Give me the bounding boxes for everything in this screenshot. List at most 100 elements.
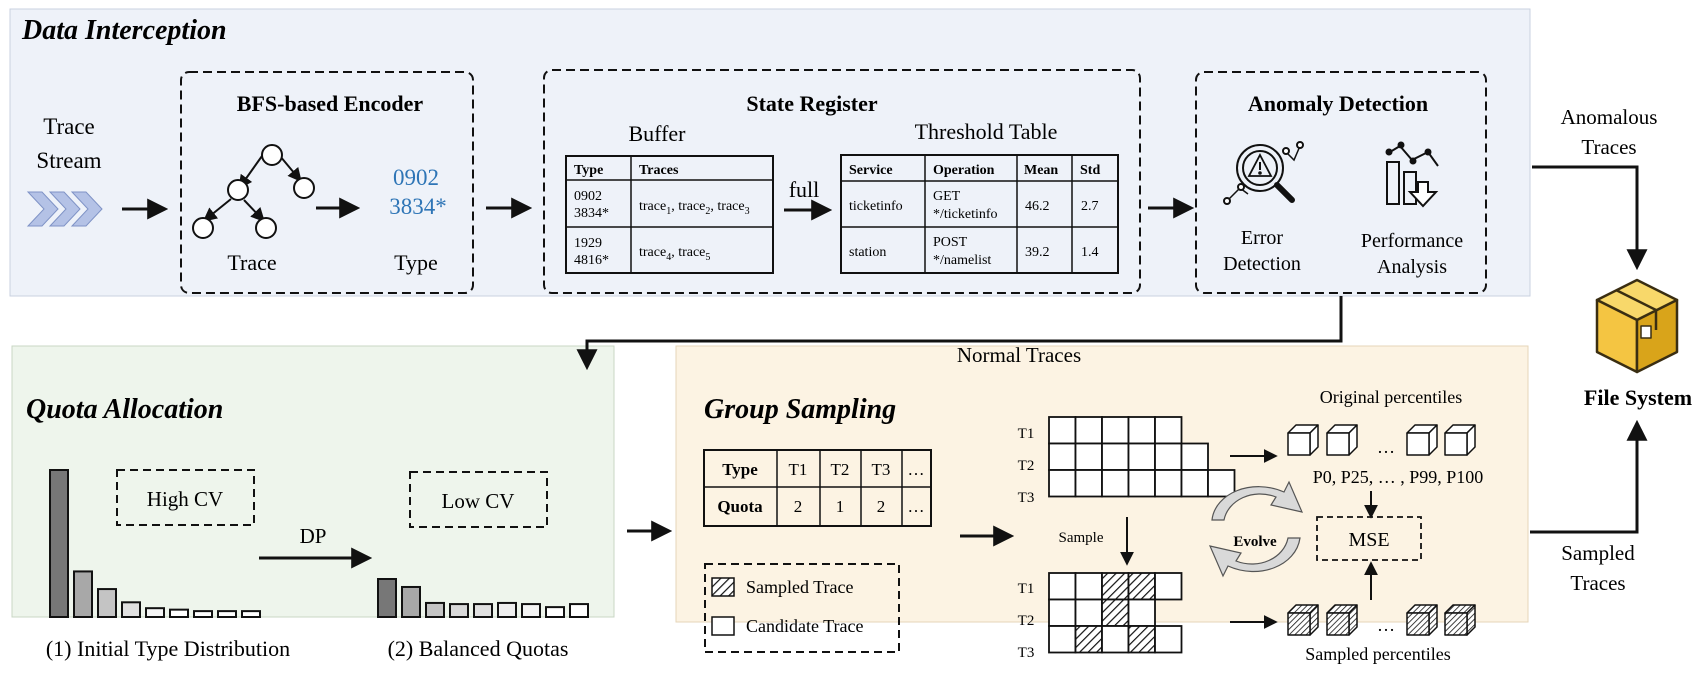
error-detection-label-2: Detection bbox=[1223, 253, 1301, 275]
candidate-cell-r3-c2 bbox=[1074, 469, 1103, 498]
encoder-type-label: Type bbox=[394, 250, 438, 275]
candidate-cell-r1-c5 bbox=[1154, 416, 1183, 445]
threshold-row-1-service: ticketinfo bbox=[849, 199, 903, 214]
threshold-header-mean: Mean bbox=[1024, 163, 1058, 178]
low-cv-label: Low CV bbox=[442, 489, 515, 513]
legend-candidate-swatch bbox=[711, 616, 735, 636]
original-cubes-ellipsis: … bbox=[1377, 437, 1395, 457]
sampled-cell-r3-c2 bbox=[1074, 625, 1103, 654]
initial-bar-9 bbox=[241, 610, 261, 618]
balanced-bar-8 bbox=[545, 606, 565, 618]
error-detection-icon bbox=[1223, 141, 1304, 205]
sampled-percentiles-label: Sampled percentiles bbox=[1305, 644, 1450, 664]
trace-stream-label-1: Trace bbox=[43, 114, 95, 139]
threshold-row-2-mean: 39.2 bbox=[1025, 245, 1050, 260]
sampled-cell-r2-c4 bbox=[1127, 598, 1156, 627]
evolve-label: Evolve bbox=[1233, 534, 1277, 550]
quota-table-t2-header: T2 bbox=[831, 460, 850, 479]
quota-table-quota-header: Quota bbox=[717, 497, 763, 516]
mse-box bbox=[1316, 516, 1422, 561]
sampled-cube-3 bbox=[1406, 604, 1438, 636]
buffer-header-traces: Traces bbox=[639, 163, 679, 178]
state-register-title: State Register bbox=[746, 91, 878, 116]
full-label: full bbox=[789, 177, 820, 202]
threshold-header-std: Std bbox=[1080, 163, 1100, 178]
sampled-cell-r1-c3 bbox=[1101, 572, 1130, 601]
grid-bottom-row-label-t2: T2 bbox=[1018, 613, 1035, 629]
sampled-traces-label-1: Sampled bbox=[1561, 541, 1635, 565]
initial-bar-8 bbox=[217, 610, 237, 618]
buffer-row-1-type-2: 3834* bbox=[574, 206, 609, 221]
original-cube-3 bbox=[1406, 424, 1438, 456]
encoder-trace-label: Trace bbox=[227, 250, 276, 275]
candidate-cell-r3-c5 bbox=[1154, 469, 1183, 498]
anomaly-detection-title: Anomaly Detection bbox=[1248, 91, 1428, 116]
candidate-cell-r2-c4 bbox=[1127, 442, 1156, 471]
threshold-row-2-service: station bbox=[849, 245, 886, 260]
quota-table-t1-value: 2 bbox=[794, 497, 803, 516]
trace-stream-label-2: Stream bbox=[36, 148, 101, 173]
trace-tree-icon bbox=[192, 144, 315, 239]
quota-table-t3-header: T3 bbox=[872, 460, 891, 479]
sampled-percentile-cubes bbox=[1287, 604, 1476, 636]
threshold-row-1-op-1: GET bbox=[933, 189, 961, 204]
legend-sampled-label: Sampled Trace bbox=[746, 577, 854, 597]
sampled-cube-1 bbox=[1287, 604, 1319, 636]
candidate-cell-r3-c6 bbox=[1180, 469, 1209, 498]
candidate-cell-r3-c4 bbox=[1127, 469, 1156, 498]
candidate-cell-r1-c1 bbox=[1048, 416, 1077, 445]
legend-sampled-swatch bbox=[711, 577, 735, 597]
balanced-bar-1 bbox=[377, 578, 397, 618]
normal-traces-label: Normal Traces bbox=[957, 343, 1081, 367]
candidate-cell-r2-c1 bbox=[1048, 442, 1077, 471]
initial-bar-3 bbox=[97, 588, 117, 619]
bfs-encoder-title: BFS-based Encoder bbox=[237, 91, 424, 116]
sampled-traces-label-2: Traces bbox=[1570, 571, 1625, 595]
file-system-label: File System bbox=[1584, 385, 1692, 410]
balanced-bar-2 bbox=[401, 585, 421, 618]
original-cube-2 bbox=[1326, 424, 1358, 456]
sampled-cell-r2-c3 bbox=[1101, 598, 1130, 627]
threshold-row-2-op-2: */namelist bbox=[933, 253, 991, 268]
threshold-row-2-op-1: POST bbox=[933, 235, 968, 250]
percentile-list: P0, P25, … , P99, P100 bbox=[1313, 467, 1484, 487]
anomalous-traces-label-1: Anomalous bbox=[1561, 105, 1658, 129]
candidate-cell-r1-c2 bbox=[1074, 416, 1103, 445]
data-interception-title: Data Interception bbox=[21, 15, 227, 46]
quota-table-t3-value: 2 bbox=[877, 497, 886, 516]
balanced-quotas-bars bbox=[377, 578, 589, 619]
buffer-row-2-type-2: 4816* bbox=[574, 253, 609, 268]
legend-candidate-label: Candidate Trace bbox=[746, 616, 863, 636]
sampled-cell-r2-c2 bbox=[1074, 598, 1103, 627]
threshold-header-operation: Operation bbox=[933, 163, 995, 178]
balanced-bar-4 bbox=[449, 603, 469, 619]
quota-table-t1-header: T1 bbox=[789, 460, 808, 479]
buffer-row-1-type-1: 0902 bbox=[574, 189, 602, 204]
sampled-cell-r1-c4 bbox=[1127, 572, 1156, 601]
candidate-cell-r2-c3 bbox=[1101, 442, 1130, 471]
candidate-cell-r3-c7 bbox=[1207, 469, 1236, 498]
quota-table-type-header: Type bbox=[722, 460, 758, 479]
low-cv-box bbox=[409, 471, 548, 528]
sampled-cell-r1-c5 bbox=[1154, 572, 1183, 601]
original-percentiles-label: Original percentiles bbox=[1320, 387, 1462, 407]
grid-bottom-row-label-t3: T3 bbox=[1018, 645, 1035, 661]
balanced-bar-5 bbox=[473, 603, 493, 619]
balanced-bar-6 bbox=[497, 601, 517, 619]
arrow-sampled-to-file-system bbox=[1530, 419, 1648, 534]
buffer-title: Buffer bbox=[628, 121, 686, 146]
initial-bar-2 bbox=[73, 570, 93, 618]
legend-box bbox=[704, 563, 900, 653]
sampled-cubes-ellipsis: … bbox=[1377, 615, 1395, 635]
grid-top-row-label-t3: T3 bbox=[1018, 490, 1035, 506]
encoded-type-line-1: 0902 bbox=[393, 165, 439, 190]
threshold-row-1-std: 2.7 bbox=[1081, 199, 1099, 214]
bfs-encoder-box bbox=[180, 71, 474, 294]
sampled-cell-r3-c5 bbox=[1154, 625, 1183, 654]
quota-table-more-header: … bbox=[908, 460, 925, 479]
high-cv-box bbox=[116, 469, 255, 526]
quota-table bbox=[703, 449, 932, 527]
anomalous-traces-label-2: Traces bbox=[1581, 135, 1636, 159]
error-detection-label-1: Error bbox=[1241, 227, 1284, 249]
